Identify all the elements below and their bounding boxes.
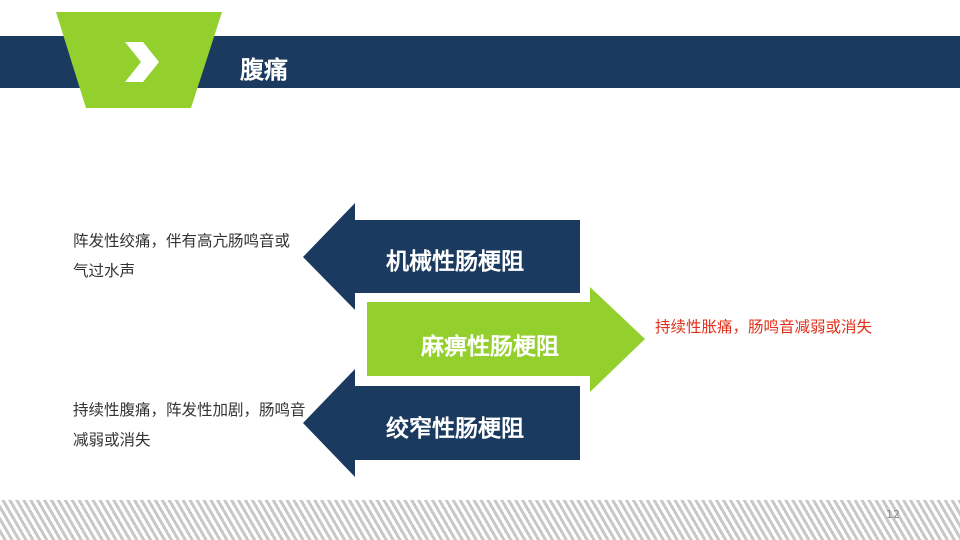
note-strangulated: 持续性腹痛，阵发性加剧，肠鸣音减弱或消失 [73, 401, 306, 449]
note-paralytic: 持续性胀痛，肠鸣音减弱或消失 [655, 318, 873, 336]
arrow-paralytic [367, 287, 645, 392]
page-title: 腹痛 [240, 56, 288, 84]
header-badge [56, 12, 222, 108]
page-number: 12 [886, 508, 900, 521]
chevron-right-icon [125, 42, 159, 82]
arrow-label-paralytic: 麻痹性肠梗阻 [421, 334, 559, 360]
note-mechanical: 阵发性绞痛，伴有高亢肠鸣音或气过水声 [73, 232, 291, 280]
footer-stripes [0, 500, 960, 540]
arrow-label-strangulated: 绞窄性肠梗阻 [386, 416, 524, 442]
arrow-strangulated [303, 369, 580, 477]
arrow-mechanical [303, 203, 580, 310]
arrow-label-mechanical: 机械性肠梗阻 [386, 249, 524, 275]
